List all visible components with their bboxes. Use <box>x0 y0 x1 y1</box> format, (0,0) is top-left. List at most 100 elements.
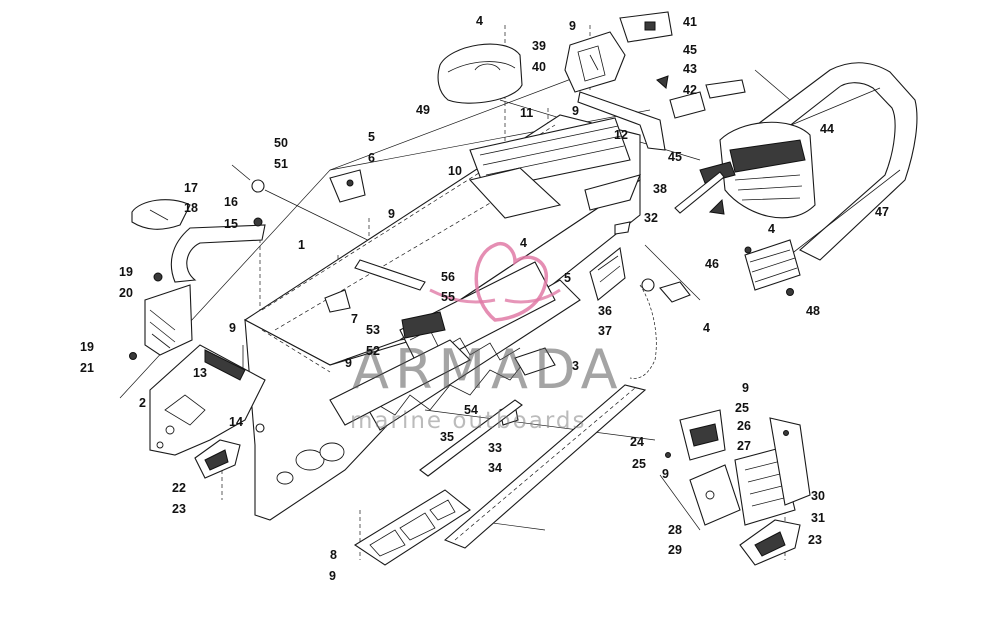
callout-4-hook: 4 <box>703 321 710 335</box>
callout-42: 42 <box>683 83 697 97</box>
part-3-plate <box>514 347 556 376</box>
callout-24: 24 <box>630 435 644 449</box>
part-36-bracket <box>589 246 626 301</box>
callout-33: 33 <box>488 441 502 455</box>
callout-1: 1 <box>298 238 305 252</box>
callout-27: 27 <box>737 439 751 453</box>
callout-32: 32 <box>644 211 658 225</box>
callout-19-upper: 19 <box>119 265 133 279</box>
callout-31: 31 <box>811 511 825 525</box>
callout-10: 10 <box>448 164 462 178</box>
callout-40: 40 <box>532 60 546 74</box>
callout-19-lower: 19 <box>80 340 94 354</box>
callout-5-center: 5 <box>564 271 571 285</box>
callout-15: 15 <box>224 217 238 231</box>
part-42-plate <box>669 91 706 119</box>
callout-26: 26 <box>737 419 751 433</box>
callout-48: 48 <box>806 304 820 318</box>
part-38-trim <box>584 174 641 211</box>
left-parts <box>129 164 366 479</box>
callout-13: 13 <box>193 366 207 380</box>
callout-9-left: 9 <box>229 321 236 335</box>
callout-4-center: 4 <box>520 236 527 250</box>
tunnel-opening-3 <box>276 471 294 485</box>
part-8-running-board <box>353 489 471 566</box>
callout-6: 6 <box>368 151 375 165</box>
callout-34: 34 <box>488 461 502 475</box>
callout-3: 3 <box>572 359 579 373</box>
part-30-flap <box>769 417 811 506</box>
callout-4-rear: 4 <box>768 222 775 236</box>
callout-16: 16 <box>224 195 238 209</box>
part-17-cover <box>131 199 191 230</box>
callout-12: 12 <box>614 128 628 142</box>
tunnel-opening-1 <box>295 449 325 471</box>
callout-11: 11 <box>520 106 533 120</box>
callout-9-right: 9 <box>662 467 669 481</box>
watermark: ARMADA marine outboards <box>350 242 624 434</box>
part-33-strip <box>419 399 523 477</box>
part-28-plate <box>689 464 741 526</box>
center-rail <box>354 259 426 291</box>
callout-44: 44 <box>820 122 834 136</box>
callout-54: 54 <box>464 403 478 417</box>
callout-9-bottom: 9 <box>329 569 336 583</box>
part-15-grab-handle <box>170 224 266 283</box>
callout-37: 37 <box>598 324 612 338</box>
callout-53: 53 <box>366 323 380 337</box>
callout-55: 55 <box>441 290 455 304</box>
callout-5-left: 5 <box>368 130 375 144</box>
callout-9-top: 9 <box>569 19 576 33</box>
part-12-rail <box>577 91 666 151</box>
running-boards <box>329 339 647 566</box>
callout-45-top: 45 <box>683 43 697 57</box>
rear-cross-brace <box>399 261 556 371</box>
tunnel-opening-2 <box>319 442 345 462</box>
callout-9-deck: 9 <box>388 207 395 221</box>
deck-plate <box>468 167 562 219</box>
callout-49: 49 <box>416 103 430 117</box>
callout-25-left: 25 <box>632 457 646 471</box>
callout-39: 39 <box>532 39 546 53</box>
callout-43: 43 <box>683 62 697 76</box>
part-51-grommet <box>251 179 265 193</box>
part-20-bracket <box>144 284 193 356</box>
callout-25-top: 25 <box>735 401 749 415</box>
callout-14: 14 <box>229 415 243 429</box>
callout-labels: 1 2 3 4 4 4 4 5 5 6 7 8 9 9 9 9 9 9 9 9 … <box>80 14 889 583</box>
part-49-seat-pad <box>437 43 523 104</box>
callout-50: 50 <box>274 136 288 150</box>
callout-7: 7 <box>351 312 358 326</box>
callout-52: 52 <box>366 344 380 358</box>
callout-41: 41 <box>683 15 697 29</box>
top-parts <box>437 11 673 235</box>
callout-45-lower: 45 <box>668 150 682 164</box>
callout-36: 36 <box>598 304 612 318</box>
part-32-clip <box>614 221 631 235</box>
callout-23-left: 23 <box>172 502 186 516</box>
callout-22: 22 <box>172 481 186 495</box>
callout-9-right-top: 9 <box>742 381 749 395</box>
brace-block <box>401 311 446 339</box>
callout-2: 2 <box>139 396 146 410</box>
part-6-bracket <box>329 169 366 203</box>
callout-38: 38 <box>653 182 667 196</box>
callout-51: 51 <box>274 157 288 171</box>
part-35-truss <box>329 339 471 426</box>
callout-4-top: 4 <box>476 14 483 28</box>
callout-56: 56 <box>441 270 455 284</box>
part-40-block <box>564 31 626 93</box>
watermark-brand: ARMADA <box>352 338 624 401</box>
callout-35: 35 <box>440 430 454 444</box>
callout-9-rail: 9 <box>572 104 579 118</box>
part-45-rod <box>674 171 725 214</box>
callout-28: 28 <box>668 523 682 537</box>
callout-47: 47 <box>875 205 889 219</box>
callout-46: 46 <box>705 257 719 271</box>
callout-20: 20 <box>119 286 133 300</box>
watermark-tagline: marine outboards <box>350 408 586 434</box>
part-43-plate <box>705 79 746 99</box>
callout-23-right: 23 <box>808 533 822 547</box>
part-37-cable <box>629 284 657 379</box>
